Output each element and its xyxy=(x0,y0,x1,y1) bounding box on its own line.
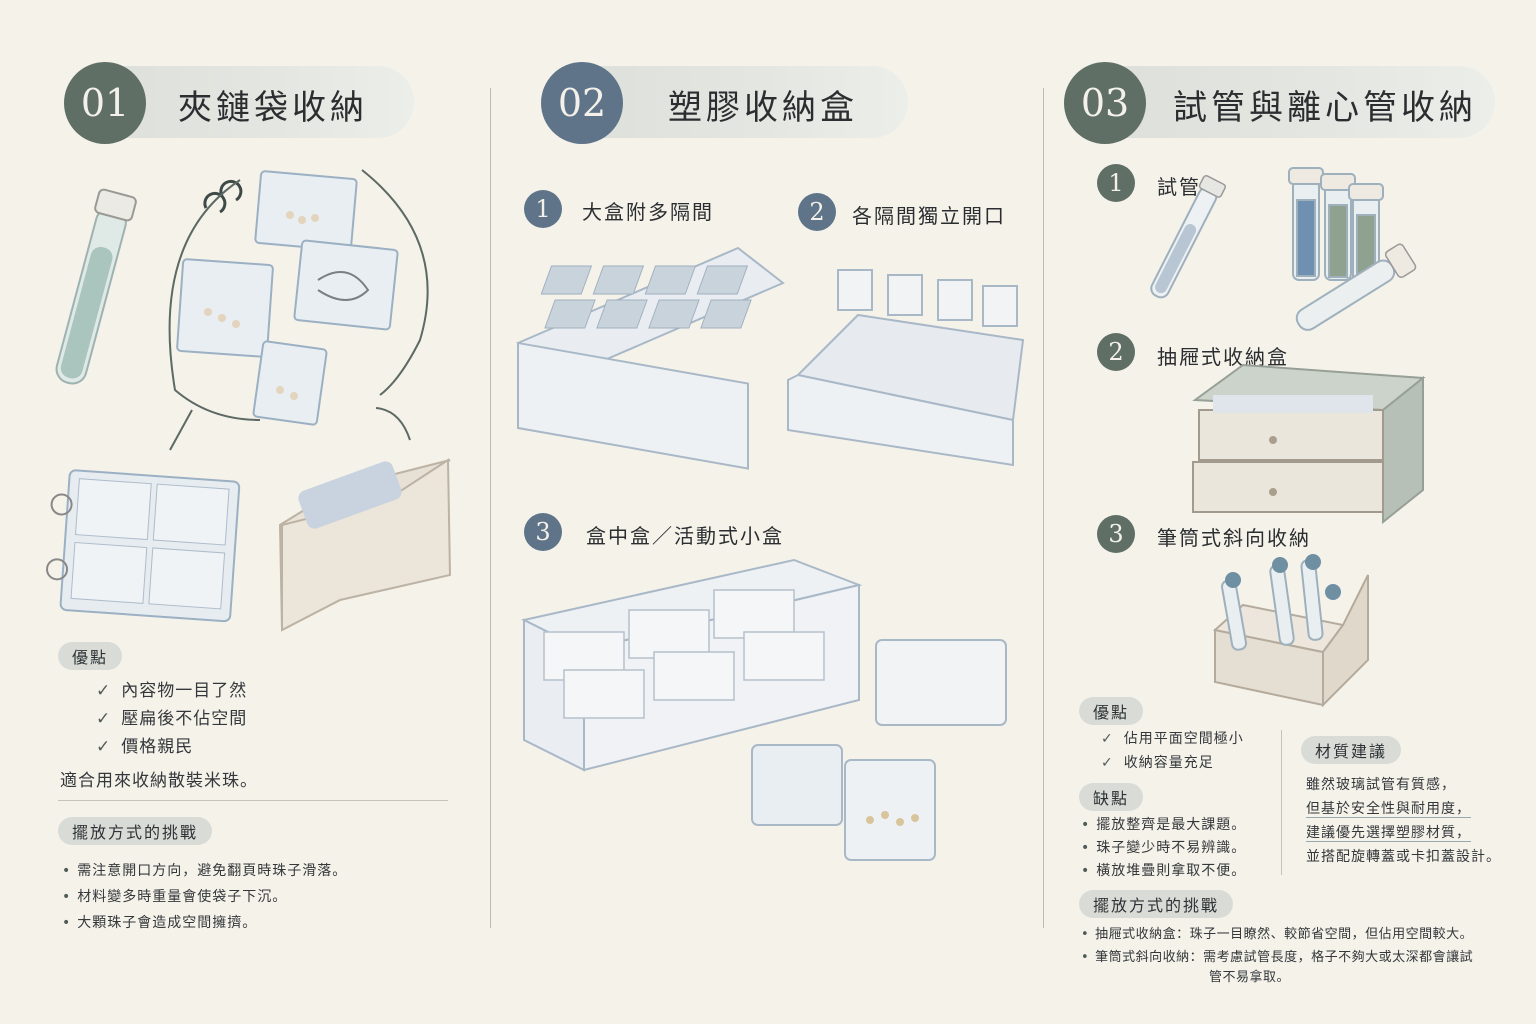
section-zipper-bags: 01 夾鏈袋收納 xyxy=(0,0,490,1024)
disadvantage-item: •橫放堆疊則拿取不便。 xyxy=(1081,863,1247,879)
item-number-badge: 1 xyxy=(1097,164,1135,202)
summary-text: 適合用來收納散裝米珠。 xyxy=(60,771,258,791)
item-number-badge: 1 xyxy=(524,190,562,228)
material-line: 雖然玻璃試管有質感， xyxy=(1306,777,1456,793)
disadvantage-item: •擺放整齊是最大課題。 xyxy=(1081,817,1247,833)
material-label: 材質建議 xyxy=(1301,736,1402,764)
zipper-bag-illustration xyxy=(46,169,452,632)
advantage-item: ✓內容物一目了然 xyxy=(96,681,248,701)
advantage-item: ✓佔用平面空間極小 xyxy=(1101,731,1244,747)
item-label: 筆筒式斜向收納 xyxy=(1157,526,1311,550)
section-plastic-boxes: 02 塑膠收納盒 1 大盒附多隔間 2 各隔間獨立開口 3 盒中盒／活動式小盒 xyxy=(490,0,1043,1024)
item-label: 大盒附多隔間 xyxy=(582,200,714,224)
item-label: 盒中盒／活動式小盒 xyxy=(586,524,784,548)
challenge-item: •筆筒式斜向收納：需考慮試管長度，格子不夠大或太深都會讓試 xyxy=(1081,950,1474,965)
material-line: 並搭配旋轉蓋或卡扣蓋設計。 xyxy=(1306,849,1501,865)
challenge-item: •材料變多時重量會使袋子下沉。 xyxy=(62,889,288,905)
disadvantages-label: 缺點 xyxy=(1079,783,1144,811)
column-divider xyxy=(1043,88,1044,928)
advantage-item: ✓價格親民 xyxy=(96,737,194,757)
material-line: 但基於安全性與耐用度， xyxy=(1306,801,1471,818)
item-label: 抽屜式收納盒 xyxy=(1157,345,1289,369)
advantage-item: ✓壓扁後不佔空間 xyxy=(96,709,248,729)
section-tubes: 03 試管與離心管收納 1 試管 2 抽屜式收納盒 3 筆筒式斜向收納 xyxy=(1043,0,1536,1024)
section-number-badge: 01 xyxy=(64,62,146,144)
divider xyxy=(58,800,448,801)
plastic-box-illustration xyxy=(516,246,1025,861)
challenge-item: •大顆珠子會造成空間擁擠。 xyxy=(62,915,258,931)
advantages-label: 優點 xyxy=(1079,697,1144,725)
divider xyxy=(1281,730,1282,875)
advantage-item: ✓收納容量充足 xyxy=(1101,755,1214,771)
challenge-label: 擺放方式的挑戰 xyxy=(1079,890,1234,918)
section-number-badge: 02 xyxy=(541,62,623,144)
item-number-badge: 2 xyxy=(1097,333,1135,371)
column-divider xyxy=(490,88,491,928)
challenge-item: •抽屜式收納盒：珠子一目瞭然、較節省空間，但佔用空間較大。 xyxy=(1081,927,1474,942)
item-number-badge: 3 xyxy=(1097,515,1135,553)
section-title: 試管與離心管收納 xyxy=(1173,88,1477,128)
item-number-badge: 3 xyxy=(524,513,562,551)
challenge-item-continued: 管不易拿取。 xyxy=(1209,970,1291,985)
challenge-item: •需注意開口方向，避免翻頁時珠子滑落。 xyxy=(62,863,348,879)
challenge-label: 擺放方式的挑戰 xyxy=(58,817,213,845)
section-title: 塑膠收納盒 xyxy=(668,88,858,128)
advantages-label: 優點 xyxy=(58,642,123,670)
tube-storage-illustration xyxy=(1150,167,1426,708)
disadvantage-item: •珠子變少時不易辨識。 xyxy=(1081,840,1247,856)
item-number-badge: 2 xyxy=(798,193,836,231)
section-number-badge: 03 xyxy=(1064,62,1146,144)
item-label: 各隔間獨立開口 xyxy=(852,204,1006,228)
material-line: 建議優先選擇塑膠材質， xyxy=(1306,825,1471,842)
item-label: 試管 xyxy=(1157,175,1201,199)
section-title: 夾鏈袋收納 xyxy=(178,88,368,128)
